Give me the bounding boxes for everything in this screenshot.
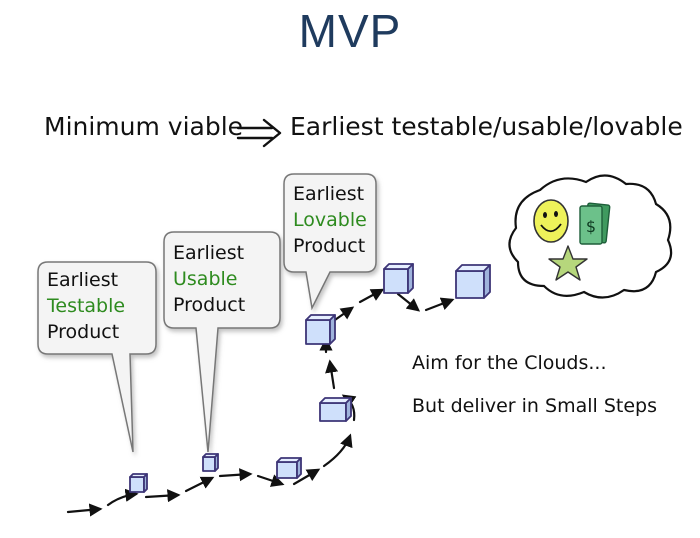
page-title: MVP: [298, 5, 402, 57]
bubble-line: Product: [47, 321, 120, 343]
bubble-line: Earliest: [173, 242, 245, 264]
path-arrow: [424, 297, 455, 312]
cube: [276, 457, 302, 479]
svg-text:$: $: [586, 217, 596, 236]
slogan-line-1: Aim for the Clouds...: [412, 352, 607, 374]
bubble-usable: [163, 231, 281, 453]
bubble-lovable-text: Earliest Lovable Product: [293, 181, 367, 259]
smiley-icon: [533, 199, 569, 243]
cube: [305, 314, 336, 345]
path-arrow: [325, 359, 339, 390]
steps-path: [66, 288, 455, 517]
slogan-line-2: But deliver in Small Steps: [412, 395, 657, 417]
path-arrow: [358, 288, 385, 304]
cube: [383, 263, 414, 294]
bubble-lovable: [283, 173, 377, 311]
bubble-highlight: Lovable: [293, 209, 367, 231]
path-arrow: [106, 488, 139, 507]
cube: [202, 453, 219, 472]
bubble-usable-text: Earliest Usable Product: [173, 240, 245, 318]
headline-earliest: Earliest testable/usable/lovable: [290, 112, 683, 141]
bubble-line: Product: [293, 235, 366, 257]
bubble-testable: [37, 261, 157, 453]
path-arrow: [292, 468, 321, 486]
money-icon: $: [579, 202, 611, 245]
bubble-line: Product: [173, 294, 246, 316]
path-arrow: [66, 503, 103, 517]
cube: [319, 397, 352, 422]
path-arrow: [396, 292, 421, 312]
cube: [455, 264, 491, 299]
bubble-testable-text: Earliest Testable Product: [47, 267, 125, 345]
bubble-highlight: Usable: [173, 268, 238, 290]
star-icon: [548, 245, 588, 281]
headline-minimum-viable: Minimum viable: [44, 112, 244, 141]
path-arrow: [256, 474, 285, 487]
path-arrow: [322, 433, 353, 468]
implies-arrow-icon: [236, 118, 282, 148]
path-arrow: [184, 476, 215, 493]
cube: [129, 473, 148, 493]
bubble-line: Earliest: [47, 269, 119, 291]
bubble-line: Earliest: [293, 183, 365, 205]
path-arrow: [144, 489, 181, 503]
bubble-highlight: Testable: [47, 295, 126, 317]
path-arrow: [218, 468, 253, 482]
